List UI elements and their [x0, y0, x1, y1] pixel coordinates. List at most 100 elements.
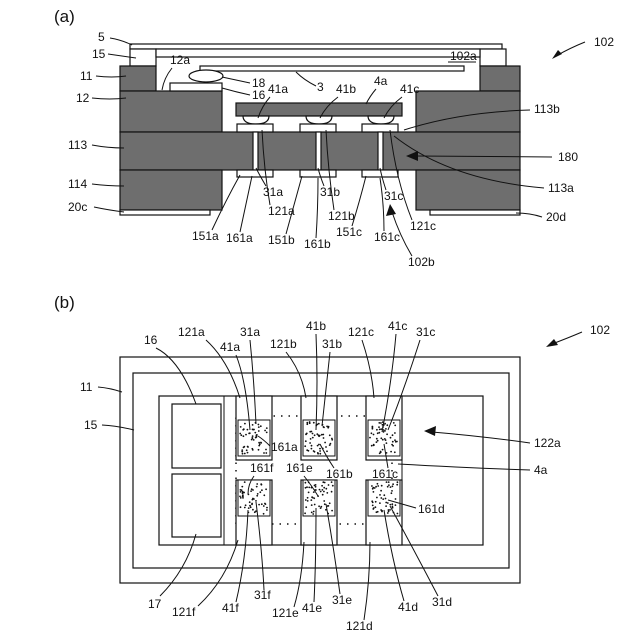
stipple-dot [371, 485, 373, 487]
stipple-dot [390, 451, 392, 453]
frame-15-right [480, 49, 506, 66]
stipple-dot [251, 437, 253, 439]
stipple-dot [386, 481, 388, 483]
stipple-dot [256, 486, 258, 488]
electrode-20c [120, 210, 210, 215]
stipple-dot [264, 430, 266, 432]
stipple-dot [385, 498, 387, 500]
stipple-dot [306, 486, 308, 488]
stipple-dot [324, 442, 326, 444]
leader-a-161a [240, 176, 252, 232]
layer-114-left [120, 170, 222, 210]
stipple-dot [252, 449, 254, 451]
layer-12-left [120, 91, 222, 132]
leader-a-11 [96, 76, 126, 77]
pad-121a [237, 124, 273, 132]
label-b-121c: 121c [348, 325, 374, 339]
stipple-dot [380, 451, 382, 453]
label-b-31f: 31f [254, 588, 271, 602]
stipple-dot [305, 440, 307, 442]
stipple-dot [260, 425, 262, 427]
stipple-dot [375, 486, 377, 488]
stipple-dot [263, 513, 265, 515]
label-b-121f: 121f [172, 605, 196, 619]
stipple-dot [380, 497, 382, 499]
stipple-dot [251, 488, 253, 490]
stipple-dot [322, 494, 324, 496]
stipple-dot [321, 485, 323, 487]
stipple-dot [376, 438, 378, 440]
stipple-dot [239, 433, 241, 435]
label-a-102a: 102a [450, 49, 477, 63]
stipple-dot [242, 495, 244, 497]
stipple-dot [393, 422, 395, 424]
label-b-16: 16 [144, 333, 158, 347]
stipple-dot [377, 432, 379, 434]
stipple-dot [319, 453, 321, 455]
stipple-dot [258, 430, 260, 432]
stipple-dot [392, 441, 394, 443]
stipple-dot [250, 490, 252, 492]
pad-161a [237, 170, 273, 177]
stipple-dot [331, 491, 333, 493]
stipple-dot [308, 492, 310, 494]
stipple-dot [325, 446, 327, 448]
label-b-41b: 41b [306, 319, 326, 333]
stipple-dot [390, 437, 392, 439]
stipple-dot [314, 485, 316, 487]
stipple-dot [252, 509, 254, 511]
stipple-dot [377, 483, 379, 485]
leader-a-113 [92, 145, 124, 148]
stipple-dot [328, 505, 330, 507]
stipple-dot [323, 487, 325, 489]
stipple-dot [394, 432, 396, 434]
leader-a-5 [110, 38, 132, 45]
label-b-41a: 41a [220, 340, 240, 354]
stipple-dot [396, 441, 398, 443]
label-a-20d: 20d [546, 210, 566, 224]
label-a-151c: 151c [336, 225, 362, 239]
stipple-dot [369, 437, 371, 439]
label-a-12a: 12a [170, 53, 190, 67]
bump-41a [243, 116, 269, 124]
stipple-dot [256, 436, 258, 438]
label-a-41c: 41c [400, 82, 419, 96]
stipple-dot [389, 509, 391, 511]
bump-41c [368, 116, 394, 124]
leader-b-11 [98, 387, 122, 392]
stipple-dot [372, 426, 374, 428]
stipple-dot [311, 504, 313, 506]
stipple-dot [394, 451, 396, 453]
label-b-41c: 41c [388, 319, 407, 333]
stipple-dot [243, 435, 245, 437]
label-b-161b: 161b [326, 467, 353, 481]
stipple-dot [318, 435, 320, 437]
stipple-dot [245, 504, 247, 506]
leader-a-16 [222, 88, 250, 95]
stipple-dot [251, 504, 253, 506]
stipple-dot [263, 494, 265, 496]
stipple-dot [254, 511, 256, 513]
stipple-dot [260, 442, 262, 444]
label-b-4a: 4a [534, 463, 548, 477]
wire-3 [200, 66, 464, 71]
stipple-dot [389, 504, 391, 506]
stipple-dot [266, 432, 268, 434]
stipple-dot [243, 447, 245, 449]
stipple-dot [378, 426, 380, 428]
stipple-dot [379, 494, 381, 496]
stipple-dot [314, 504, 316, 506]
stipple-dot [323, 427, 325, 429]
stipple-dot [397, 481, 399, 483]
stipple-dot [384, 438, 386, 440]
stipple-dot [323, 500, 325, 502]
stipple-dot [385, 502, 387, 504]
stipple-dot [244, 507, 246, 509]
label-a-161a: 161a [226, 231, 253, 245]
stipple-dot [258, 424, 260, 426]
stipple-dot [258, 426, 260, 428]
ref-102-label-b: 102 [590, 323, 610, 337]
stipple-dot [256, 495, 258, 497]
stipple-dot [242, 492, 244, 494]
stipple-dot [311, 448, 313, 450]
